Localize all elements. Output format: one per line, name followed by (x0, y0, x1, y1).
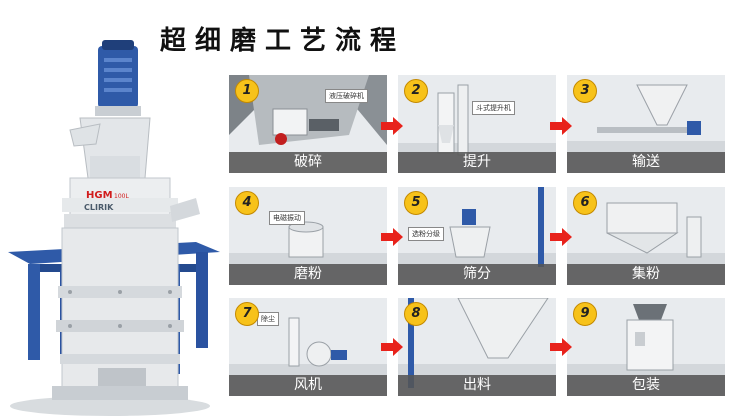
arrow-right-icon (550, 338, 572, 356)
step-label-2: 提升 (398, 152, 556, 173)
arrow-right-icon (381, 338, 403, 356)
step-label-4: 磨粉 (229, 264, 387, 285)
step-card-9: 9 包装 (567, 298, 725, 396)
step-label-1: 破碎 (229, 152, 387, 173)
machine-model-label: HGM (86, 190, 113, 201)
step-number-8: 8 (404, 302, 428, 326)
step-number-3: 3 (573, 79, 597, 103)
step-number-2: 2 (404, 79, 428, 103)
step-label-3: 输送 (567, 152, 725, 173)
step-label-5: 筛分 (398, 264, 556, 285)
step-label-8: 出料 (398, 375, 556, 396)
arrow-right-icon (550, 228, 572, 246)
step-number-7: 7 (235, 302, 259, 326)
step-number-5: 5 (404, 191, 428, 215)
step-label-7: 风机 (229, 375, 387, 396)
arrow-right-icon (550, 117, 572, 135)
step-sign-7: 除尘 (257, 312, 279, 326)
step-number-9: 9 (573, 302, 597, 326)
step-card-7: 除尘 7 风机 (229, 298, 387, 396)
step-card-6: 6 集粉 (567, 187, 725, 285)
arrow-right-icon (381, 228, 403, 246)
arrow-right-icon (381, 117, 403, 135)
step-sign-5: 选粉分级 (408, 227, 444, 241)
ultrafine-mill-illustration: HGM 100L CLIRIK (8, 40, 220, 416)
step-label-6: 集粉 (567, 264, 725, 285)
step-sign-1: 液压破碎机 (325, 89, 368, 103)
step-number-4: 4 (235, 191, 259, 215)
step-label-9: 包装 (567, 375, 725, 396)
step-card-4: 电磁振动 4 磨粉 (229, 187, 387, 285)
machine-brand-label: CLIRIK (84, 203, 114, 212)
machine-model-number: 100L (114, 193, 129, 200)
page-title: 超细磨工艺流程 (160, 26, 406, 56)
step-number-1: 1 (235, 79, 259, 103)
step-number-6: 6 (573, 191, 597, 215)
step-sign-4: 电磁振动 (269, 211, 305, 225)
step-card-8: 8 出料 (398, 298, 556, 396)
step-card-2: 斗式提升机 2 提升 (398, 75, 556, 173)
step-sign-2: 斗式提升机 (472, 101, 515, 115)
step-card-5: 选粉分级 5 筛分 (398, 187, 556, 285)
step-card-3: 3 输送 (567, 75, 725, 173)
step-card-1: 液压破碎机 1 破碎 (229, 75, 387, 173)
